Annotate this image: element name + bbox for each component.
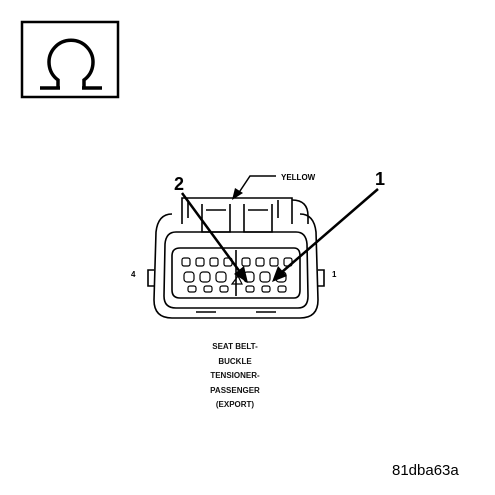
ohm-symbol — [20, 20, 120, 99]
callout-1-label: 1 — [375, 169, 385, 189]
caption-line: PASSENGER — [210, 385, 260, 395]
caption-line: TENSIONER- — [210, 371, 260, 380]
connector-caption: SEAT BELT- BUCKLE TENSIONER- PASSENGER (… — [170, 340, 300, 413]
side-label-left: 4 — [131, 270, 136, 279]
side-label-right: 1 — [332, 270, 337, 279]
callout-2-label: 2 — [174, 174, 184, 194]
wire-color-label: YELLOW — [281, 173, 316, 182]
figure-id: 81dba63a — [392, 462, 459, 479]
callout-2: 2 — [174, 174, 248, 283]
terminal-cavities — [181, 257, 293, 293]
wire-color-callout: YELLOW — [232, 173, 316, 200]
caption-line: SEAT BELT- — [212, 342, 258, 351]
callout-1: 1 — [272, 169, 385, 282]
ohm-icon — [40, 38, 102, 90]
caption-line: BUCKLE — [218, 356, 252, 366]
caption-line: (EXPORT) — [215, 400, 255, 409]
